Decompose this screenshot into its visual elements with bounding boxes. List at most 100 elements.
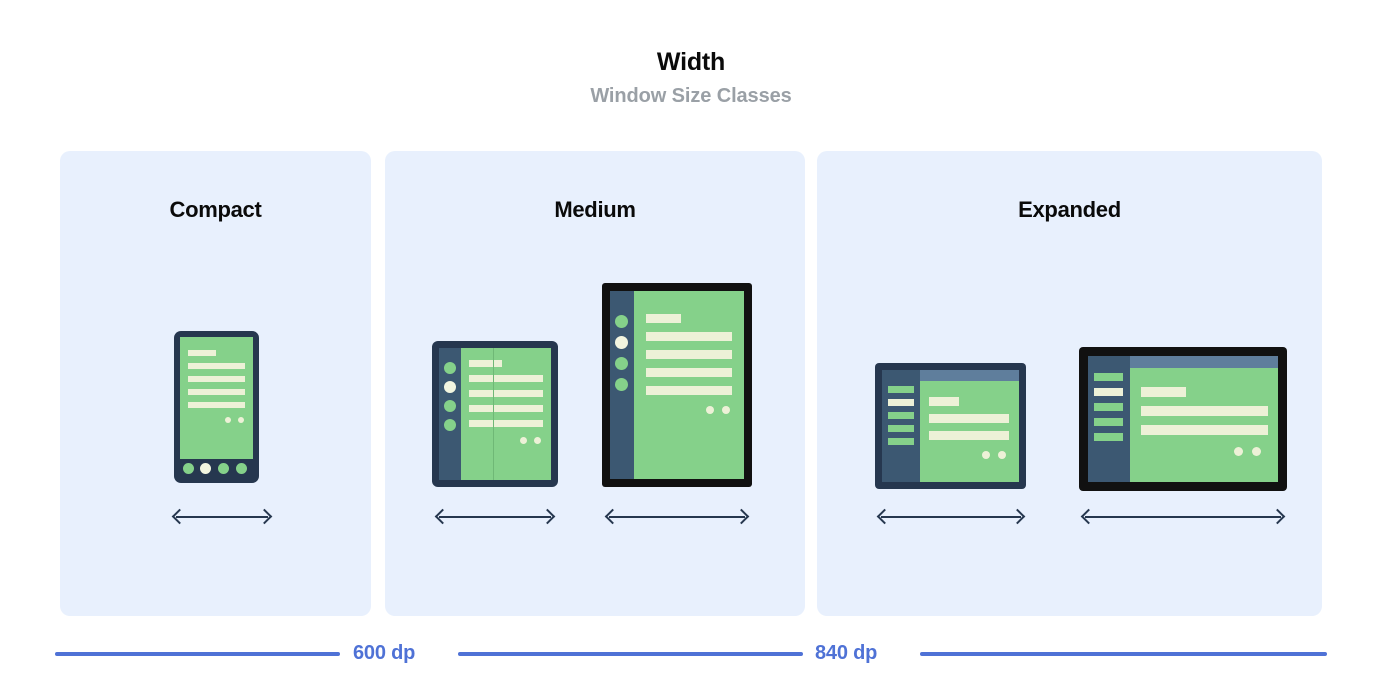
breakpoint-label-600: 600 dp	[353, 642, 416, 664]
scale-rule-medium	[458, 652, 803, 656]
content-line	[929, 414, 1009, 423]
content-line	[469, 360, 502, 367]
fab-dot	[998, 451, 1006, 459]
arrow-head-right-icon	[733, 508, 750, 525]
size-class-panels: Compact	[60, 151, 1322, 616]
rail-bar	[888, 425, 914, 432]
header: Width Window Size Classes	[0, 46, 1382, 110]
rail-bar	[888, 386, 914, 393]
content-line	[929, 431, 1009, 440]
rail-dot	[444, 362, 456, 374]
width-arrow-tablet-portrait	[603, 508, 751, 526]
arrow-shaft	[176, 516, 268, 518]
breakpoint-label-840: 840 dp	[815, 642, 878, 664]
rail-dot	[615, 378, 628, 391]
content-line	[188, 376, 245, 382]
fab-dot	[225, 417, 231, 423]
arrow-head-right-icon	[1269, 508, 1286, 525]
arrow-head-left-icon	[1080, 508, 1097, 525]
fab-dot	[706, 406, 714, 414]
content-line	[188, 350, 216, 356]
tablet-landscape-nav-rail	[1088, 356, 1130, 482]
window-content	[920, 381, 1019, 482]
rail-dot-selected	[615, 336, 628, 349]
arrow-head-right-icon	[256, 508, 273, 525]
panel-expanded: Expanded	[817, 151, 1322, 616]
window-title-bar	[920, 370, 1019, 381]
arrow-head-right-icon	[1009, 508, 1026, 525]
arrow-shaft	[881, 516, 1021, 518]
foldable-screen	[461, 348, 551, 480]
content-line	[1141, 425, 1268, 435]
content-line	[646, 386, 732, 395]
nav-dot	[183, 463, 194, 474]
breakpoint-scale: 600 dp 840 dp	[55, 634, 1327, 674]
device-tablet-landscape	[1079, 347, 1287, 491]
tablet-screen	[634, 291, 744, 479]
arrow-head-left-icon	[171, 508, 188, 525]
device-desktop-window	[875, 363, 1026, 489]
rail-dot	[444, 419, 456, 431]
content-line	[646, 332, 732, 341]
width-arrow-compact	[170, 508, 274, 526]
fab-dot	[722, 406, 730, 414]
panel-title-medium: Medium	[554, 197, 636, 222]
content-line	[646, 350, 732, 359]
arrow-head-left-icon	[604, 508, 621, 525]
rail-bar	[1094, 418, 1123, 426]
width-arrow-desktop	[875, 508, 1027, 526]
tablet-landscape-title-bar	[1130, 356, 1278, 368]
rail-bar-selected	[888, 399, 914, 406]
content-line	[646, 368, 732, 377]
content-line	[469, 375, 543, 382]
arrow-shaft	[609, 516, 745, 518]
content-line	[188, 402, 245, 408]
rail-bar	[888, 412, 914, 419]
width-arrow-tablet-landscape	[1079, 508, 1287, 526]
nav-dot	[236, 463, 247, 474]
rail-bar-selected	[1094, 388, 1123, 396]
rail-dot-selected	[444, 381, 456, 393]
content-line	[188, 389, 245, 395]
rail-dot	[444, 400, 456, 412]
rail-dot	[615, 357, 628, 370]
arrow-head-left-icon	[876, 508, 893, 525]
page-subtitle: Window Size Classes	[590, 85, 792, 107]
content-line	[1141, 406, 1268, 416]
content-line	[469, 405, 543, 412]
fab-dot	[982, 451, 990, 459]
rail-bar	[1094, 373, 1123, 381]
content-line	[646, 314, 681, 323]
width-arrow-foldable	[433, 508, 557, 526]
content-line	[1141, 387, 1186, 397]
panel-title-compact: Compact	[169, 197, 262, 222]
panel-compact: Compact	[60, 151, 371, 616]
content-line	[188, 363, 245, 369]
page-title: Width	[656, 48, 726, 76]
scale-rule-expanded	[920, 652, 1327, 656]
arrow-shaft	[439, 516, 551, 518]
fab-dot	[1252, 447, 1261, 456]
fold-crease	[493, 348, 494, 480]
fab-dot	[238, 417, 244, 423]
phone-screen	[180, 337, 253, 459]
scale-rule-compact	[55, 652, 340, 656]
nav-dot	[218, 463, 229, 474]
device-tablet-portrait	[602, 283, 752, 487]
arrow-head-right-icon	[539, 508, 556, 525]
nav-dot-selected	[200, 463, 211, 474]
panel-title-expanded: Expanded	[1018, 197, 1121, 222]
fab-dot	[520, 437, 527, 444]
rail-bar	[888, 438, 914, 445]
rail-bar	[1094, 433, 1123, 441]
rail-dot	[615, 315, 628, 328]
device-foldable-open	[432, 341, 558, 487]
foldable-nav-rail	[439, 348, 461, 480]
tablet-nav-rail	[610, 291, 634, 479]
content-line	[469, 390, 543, 397]
arrow-head-left-icon	[434, 508, 451, 525]
fab-dot	[1234, 447, 1243, 456]
tablet-landscape-content	[1130, 368, 1278, 482]
content-line	[929, 397, 959, 406]
